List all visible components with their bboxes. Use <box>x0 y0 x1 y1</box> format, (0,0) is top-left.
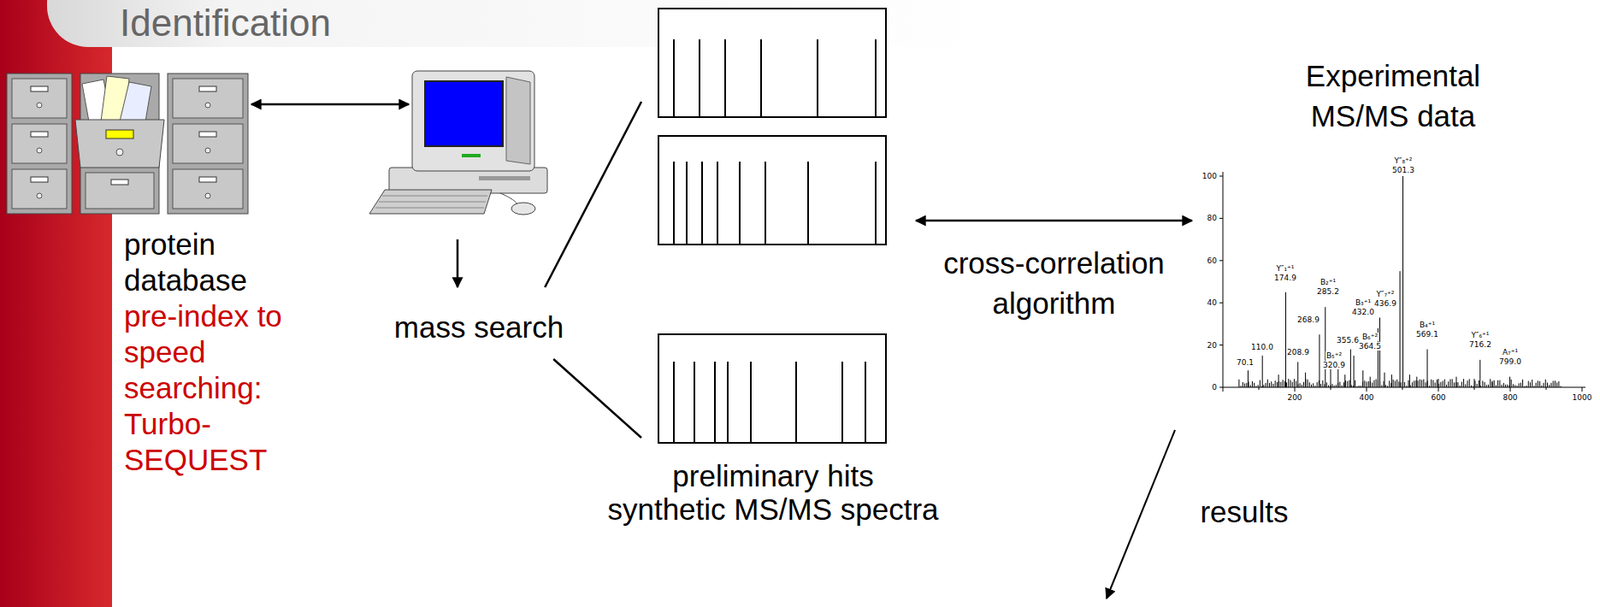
peak-label: B₆⁺² <box>1361 332 1379 342</box>
peak-label: 320.9 <box>1322 360 1347 370</box>
node-text: pre-index to speed searching: Turbo- SEQ… <box>123 298 308 479</box>
database-node: protein databasepre-index to speed searc… <box>5 71 313 483</box>
synthetic-spectra <box>658 8 886 443</box>
search-arrow <box>456 239 460 288</box>
hits-node: preliminary hitssynthetic MS/MS spectra <box>584 8 962 532</box>
peak-label: 268.9 <box>1296 315 1321 325</box>
peak-label: 799.0 <box>1498 357 1523 367</box>
peak-label: B₅⁺² <box>1325 351 1343 361</box>
peak-label: Y″₇⁺² <box>1375 289 1396 299</box>
peak-label: Y″₁⁺¹ <box>1275 264 1296 273</box>
axis-tick-label: 600 <box>1429 393 1447 402</box>
peak-label: 355.6 <box>1335 336 1360 345</box>
peak-label: 716.2 <box>1468 340 1493 349</box>
peak-label: B₄⁺¹ <box>1418 320 1436 330</box>
text-block: preliminary hitssynthetic MS/MS spectra <box>584 459 962 526</box>
experiment-node: Experimental MS/MS data <box>1188 55 1598 410</box>
node-text: mass search <box>394 309 564 346</box>
connector <box>251 103 409 107</box>
axis-tick-label: 40 <box>1206 298 1218 308</box>
search-node: mass search <box>367 69 591 352</box>
axis-tick-label: 100 <box>1201 171 1218 181</box>
peak-label: Y″₈⁺² <box>1393 156 1414 166</box>
connector-group <box>915 220 1193 222</box>
axis-tick-label: 200 <box>1286 393 1303 402</box>
node-text: synthetic MS/MS spectra <box>607 492 939 526</box>
peak-label: 110.0 <box>1250 342 1275 352</box>
axis-tick-label: 1000 <box>1571 393 1594 402</box>
peak-label: 432.0 <box>1351 307 1376 317</box>
connector <box>544 101 642 288</box>
text-block: mass search <box>367 309 591 346</box>
peak-label: A₇⁺¹ <box>1501 348 1519 357</box>
node-text: preliminary hits <box>672 459 874 493</box>
axis-tick-label: 80 <box>1206 213 1218 223</box>
connector <box>553 359 642 438</box>
text-block: protein databasepre-index to speed searc… <box>123 226 308 479</box>
slide-title: Identification <box>119 1 331 45</box>
peak-label: 436.9 <box>1373 299 1398 308</box>
connector <box>915 219 1193 223</box>
peak-label: 501.3 <box>1391 165 1416 175</box>
file-cabinet-icon <box>6 73 248 214</box>
results-label: results <box>1199 494 1288 531</box>
axis-tick-label: 0 <box>1210 383 1218 392</box>
side-band <box>0 0 113 607</box>
axis-tick-label: 800 <box>1501 393 1518 402</box>
axis-tick-label: 20 <box>1206 341 1218 350</box>
peak-label: 208.9 <box>1286 348 1311 357</box>
peak-label: 285.2 <box>1316 287 1341 296</box>
connector-group <box>544 101 642 438</box>
results-arrow <box>1106 430 1175 599</box>
peak-label: 70.1 <box>1235 358 1255 367</box>
peak-label: B₃⁺¹ <box>1354 298 1372 308</box>
node-text: Experimental MS/MS data <box>1264 55 1522 136</box>
peak-label: 569.1 <box>1415 330 1440 339</box>
axis-tick-label: 60 <box>1206 256 1218 266</box>
edge-label: cross-correlation algorithm <box>917 242 1192 324</box>
connector-group <box>251 104 409 106</box>
node-text: protein database <box>123 226 308 299</box>
computer-icon <box>369 70 548 215</box>
peak-label: 174.9 <box>1273 273 1298 283</box>
peak-label: B₂⁺¹ <box>1319 277 1337 287</box>
axis-tick-label: 400 <box>1357 393 1375 402</box>
peak-label: Y″₆⁺¹ <box>1470 330 1491 340</box>
peak-label: 364.5 <box>1357 342 1382 351</box>
header-band <box>47 0 1245 48</box>
text-block: Experimental MS/MS data <box>1264 55 1522 136</box>
ms-spectrum-chart <box>1188 153 1598 410</box>
